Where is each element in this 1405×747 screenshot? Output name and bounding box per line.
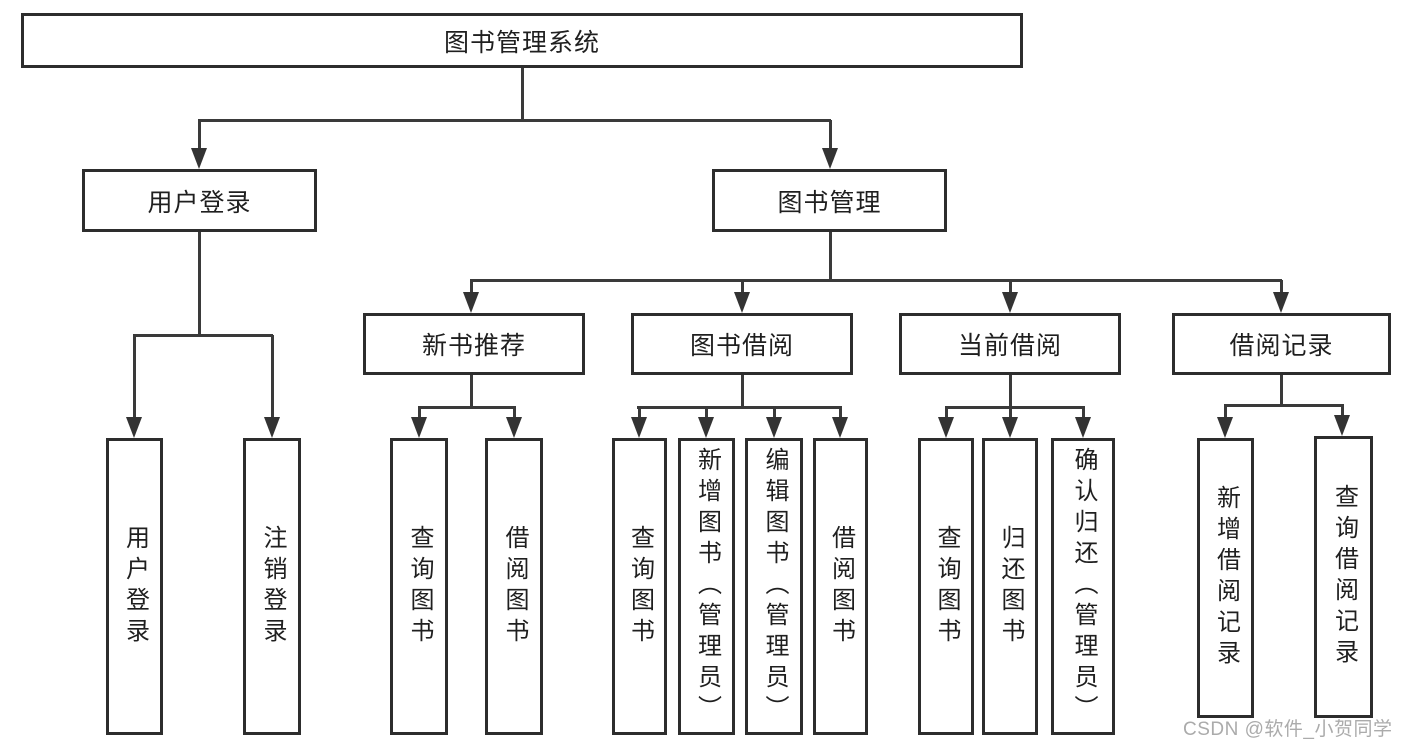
connector-line	[1341, 405, 1344, 416]
connector-line	[829, 120, 832, 149]
connector-line	[198, 232, 201, 336]
connector-line	[945, 407, 948, 418]
connector-line	[418, 406, 516, 409]
connector-line	[470, 279, 1282, 282]
arrow-down-icon	[822, 148, 838, 169]
node-leaf-query-books-1: 查询图书	[390, 438, 448, 735]
connector-line	[1224, 404, 1344, 407]
connector-line	[638, 407, 641, 418]
connector-line	[470, 375, 473, 408]
connector-line	[1224, 405, 1227, 418]
connector-line	[1009, 375, 1012, 408]
watermark: CSDN @软件_小贺同学	[1183, 719, 1393, 740]
arrow-down-icon	[1002, 292, 1018, 313]
connector-line	[945, 406, 1085, 409]
node-leaf-return-books: 归还图书	[982, 438, 1038, 735]
node-user-login: 用户登录	[82, 169, 317, 232]
connector-line	[1009, 280, 1012, 293]
node-leaf-add-books: 新增图书（管理员）	[678, 438, 735, 735]
connector-line	[1280, 280, 1283, 293]
arrow-down-icon	[1334, 415, 1350, 436]
node-leaf-borrow-books-1: 借阅图书	[485, 438, 543, 735]
connector-line	[513, 407, 516, 418]
connector-line	[829, 232, 832, 282]
connector-line	[470, 280, 473, 293]
connector-line	[637, 406, 842, 409]
node-root: 图书管理系统	[21, 13, 1023, 68]
connector-line	[705, 407, 708, 418]
arrow-down-icon	[463, 292, 479, 313]
arrow-down-icon	[832, 417, 848, 438]
node-leaf-edit-books: 编辑图书（管理员）	[745, 438, 803, 735]
arrow-down-icon	[1002, 417, 1018, 438]
node-leaf-query-borrow-record: 查询借阅记录	[1314, 436, 1373, 718]
connector-line	[198, 119, 831, 122]
connector-line	[198, 120, 201, 149]
arrow-down-icon	[938, 417, 954, 438]
connector-line	[133, 334, 273, 337]
connector-line	[773, 407, 776, 418]
node-leaf-user-login: 用户登录	[106, 438, 163, 735]
connector-line	[271, 335, 274, 418]
node-leaf-logout: 注销登录	[243, 438, 301, 735]
node-current-borrowing: 当前借阅	[899, 313, 1121, 375]
arrow-down-icon	[734, 292, 750, 313]
connector-line	[1280, 375, 1283, 406]
node-leaf-confirm-return: 确认归还（管理员）	[1051, 438, 1115, 735]
node-new-book-recommend: 新书推荐	[363, 313, 585, 375]
arrow-down-icon	[411, 417, 427, 438]
arrow-down-icon	[1075, 417, 1091, 438]
connector-line	[741, 375, 744, 408]
node-book-management: 图书管理	[712, 169, 947, 232]
arrow-down-icon	[126, 417, 142, 438]
connector-line	[521, 68, 524, 121]
node-leaf-add-borrow-record: 新增借阅记录	[1197, 438, 1254, 718]
connector-line	[839, 407, 842, 418]
arrow-down-icon	[1217, 417, 1233, 438]
node-leaf-query-books-3: 查询图书	[918, 438, 974, 735]
node-book-borrowing: 图书借阅	[631, 313, 853, 375]
arrow-down-icon	[191, 148, 207, 169]
arrow-down-icon	[698, 417, 714, 438]
connector-line	[1082, 407, 1085, 418]
node-leaf-query-books-2: 查询图书	[612, 438, 667, 735]
connector-line	[741, 280, 744, 293]
arrow-down-icon	[264, 417, 280, 438]
connector-line	[1009, 407, 1012, 418]
arrow-down-icon	[1273, 292, 1289, 313]
arrow-down-icon	[766, 417, 782, 438]
arrow-down-icon	[631, 417, 647, 438]
node-borrowing-records: 借阅记录	[1172, 313, 1391, 375]
arrow-down-icon	[506, 417, 522, 438]
connector-line	[418, 407, 421, 418]
node-leaf-borrow-books-2: 借阅图书	[813, 438, 868, 735]
connector-line	[133, 335, 136, 418]
